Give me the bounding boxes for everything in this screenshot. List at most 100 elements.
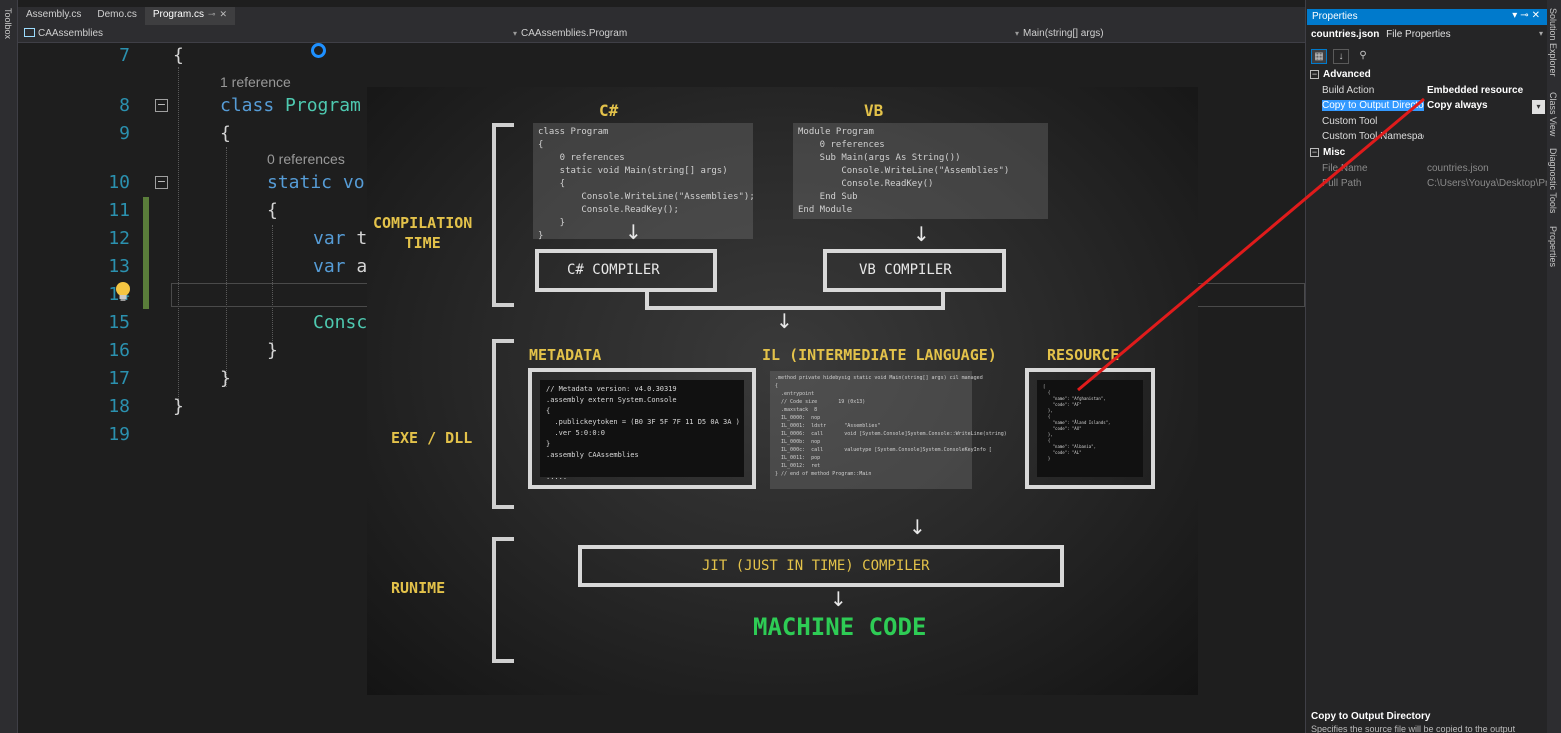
category-advanced[interactable]: −Advanced xyxy=(1310,69,1371,80)
tab-class-view[interactable]: Class View xyxy=(1548,92,1558,137)
chevron-down-icon: ▾ xyxy=(1538,29,1543,38)
line-number: 18 xyxy=(108,396,130,417)
line-number: 10 xyxy=(108,172,130,193)
tab-label: Assembly.cs xyxy=(26,9,82,20)
property-pages-icon[interactable]: ⚲ xyxy=(1359,50,1367,61)
csharp-compiler-box: C# COMPILER xyxy=(535,249,717,292)
dropdown-icon[interactable]: ▾ xyxy=(1512,10,1521,21)
line-number: 11 xyxy=(108,200,130,221)
pin-icon[interactable]: ⊸ xyxy=(207,9,216,19)
code-line-10: static vo xyxy=(267,172,365,193)
description-title: Copy to Output Directory xyxy=(1311,711,1431,722)
object-type: File Properties xyxy=(1386,29,1451,40)
category-label: Advanced xyxy=(1323,69,1371,80)
chevron-down-icon[interactable]: ▾ xyxy=(1532,100,1545,114)
assembly-diagram-overlay: COMPILATION TIME EXE / DLL RUNIME C# VB … xyxy=(367,87,1198,695)
tab-demo-cs[interactable]: Demo.cs xyxy=(89,7,144,25)
code-line-11: { xyxy=(267,200,278,221)
tab-assembly-cs[interactable]: Assembly.cs xyxy=(18,7,89,25)
codelens-references[interactable]: 1 reference xyxy=(220,74,291,90)
code-line-18: } xyxy=(173,396,184,417)
property-value[interactable]: Embedded resource xyxy=(1427,85,1524,96)
section-label-exe: EXE / DLL xyxy=(391,429,473,447)
property-row-file-name[interactable]: File Name countries.json xyxy=(1306,163,1547,178)
class-label: CAAssemblies.Program xyxy=(521,28,628,39)
project-dropdown[interactable]: CAAssemblies xyxy=(24,28,103,39)
codelens-references[interactable]: 0 references xyxy=(267,151,345,167)
document-tab-bar: Assembly.cs Demo.cs Program.cs⊸✕ xyxy=(18,7,1305,25)
down-arrow-icon: ↓ xyxy=(830,587,847,611)
il-header: IL (INTERMEDIATE LANGUAGE) xyxy=(762,346,997,364)
collapse-toggle-icon[interactable]: − xyxy=(155,98,168,112)
line-number: 17 xyxy=(108,368,130,389)
keyword-static: static xyxy=(267,172,333,193)
class-dropdown[interactable]: ▾CAAssemblies.Program xyxy=(513,28,627,39)
csharp-header: C# xyxy=(599,101,619,120)
runtime-bracket xyxy=(492,537,514,663)
member-dropdown[interactable]: ▾Main(string[] args) xyxy=(1015,28,1104,39)
keyword-var: var xyxy=(313,228,346,249)
category-misc[interactable]: −Misc xyxy=(1310,147,1345,158)
change-indicator-bar xyxy=(143,197,149,309)
keyword-var: var xyxy=(313,256,346,277)
lightbulb-icon[interactable] xyxy=(114,281,132,303)
indent-guide xyxy=(272,225,273,355)
tab-properties[interactable]: Properties xyxy=(1548,226,1558,268)
object-selector[interactable]: countries.json File Properties ▾ xyxy=(1311,29,1543,40)
down-arrow-icon: ↓ xyxy=(909,515,926,539)
tab-program-cs[interactable]: Program.cs⊸✕ xyxy=(144,7,236,25)
vb-compiler-box: VB COMPILER xyxy=(823,249,1006,292)
jit-label: JIT (JUST IN TIME) COMPILER xyxy=(702,558,930,574)
code-line-17: } xyxy=(220,368,231,389)
vb-header: VB xyxy=(864,101,884,120)
section-label-runtime: RUNIME xyxy=(391,579,446,597)
compilation-bracket xyxy=(492,123,514,307)
property-value[interactable]: countries.json xyxy=(1427,163,1489,174)
line-number: 16 xyxy=(108,340,130,361)
tab-label: Demo.cs xyxy=(97,9,137,20)
right-tool-strip: Solution Explorer Class View Diagnostic … xyxy=(1547,0,1561,733)
member-label: Main(string[] args) xyxy=(1023,28,1104,39)
property-row-custom-tool-namespace[interactable]: Custom Tool Namespac xyxy=(1306,131,1547,146)
csharp-project-icon xyxy=(24,28,35,37)
property-row-full-path[interactable]: Full Path C:\Users\Youya\Desktop\Pro xyxy=(1306,178,1547,193)
property-name: Custom Tool Namespac xyxy=(1322,131,1424,142)
toolbox-tab-label[interactable]: Toolbox xyxy=(3,8,13,40)
property-value[interactable]: C:\Users\Youya\Desktop\Pro xyxy=(1427,178,1547,189)
toolbox-strip[interactable]: Toolbox xyxy=(0,0,18,733)
down-arrow-icon: ↓ xyxy=(776,309,793,333)
line-number: 7 xyxy=(119,45,130,66)
collapse-icon[interactable]: − xyxy=(1310,147,1319,157)
navigation-bar: CAAssemblies ▾CAAssemblies.Program ▾Main… xyxy=(18,25,1305,43)
collapse-toggle-icon[interactable]: − xyxy=(155,175,168,189)
properties-title-bar[interactable]: Properties ▾⊸✕ xyxy=(1307,9,1547,25)
window-controls: ▾⊸✕ xyxy=(1512,10,1543,21)
metadata-header: METADATA xyxy=(529,346,602,364)
property-value[interactable]: Copy always xyxy=(1427,100,1488,111)
close-icon[interactable]: ✕ xyxy=(219,9,228,19)
loading-spinner-icon xyxy=(311,43,326,58)
property-name: Full Path xyxy=(1322,178,1362,189)
properties-title: Properties xyxy=(1312,11,1358,22)
description-body: Specifies the source file will be copied… xyxy=(1311,724,1516,733)
code-line-7: { xyxy=(173,45,184,66)
code-line-13: var a xyxy=(313,256,367,277)
vb-compiler-label: VB COMPILER xyxy=(859,262,952,278)
properties-panel: Properties ▾⊸✕ countries.json File Prope… xyxy=(1305,0,1547,733)
indent-guide xyxy=(226,147,227,387)
categorized-view-icon[interactable]: ▦ xyxy=(1311,49,1327,64)
property-row-build-action[interactable]: Build Action Embedded resource xyxy=(1306,85,1547,100)
collapse-icon[interactable]: − xyxy=(1310,69,1319,79)
line-number: 19 xyxy=(108,424,130,445)
resource-code: [ { "name": "Afghanistan", "code": "AF" … xyxy=(1037,380,1143,477)
close-icon[interactable]: ✕ xyxy=(1531,10,1543,21)
category-label: Misc xyxy=(1323,147,1346,158)
tab-solution-explorer[interactable]: Solution Explorer xyxy=(1548,8,1558,77)
property-name: Build Action xyxy=(1322,85,1375,96)
tab-diagnostic-tools[interactable]: Diagnostic Tools xyxy=(1548,148,1558,214)
property-row-custom-tool[interactable]: Custom Tool xyxy=(1306,116,1547,131)
pin-icon[interactable]: ⊸ xyxy=(1520,10,1532,21)
project-label: CAAssemblies xyxy=(38,28,104,39)
alphabetical-sort-icon[interactable]: ↓ xyxy=(1333,49,1349,64)
property-row-copy-to-output[interactable]: Copy to Output Directo Copy always ▾ xyxy=(1306,100,1547,115)
